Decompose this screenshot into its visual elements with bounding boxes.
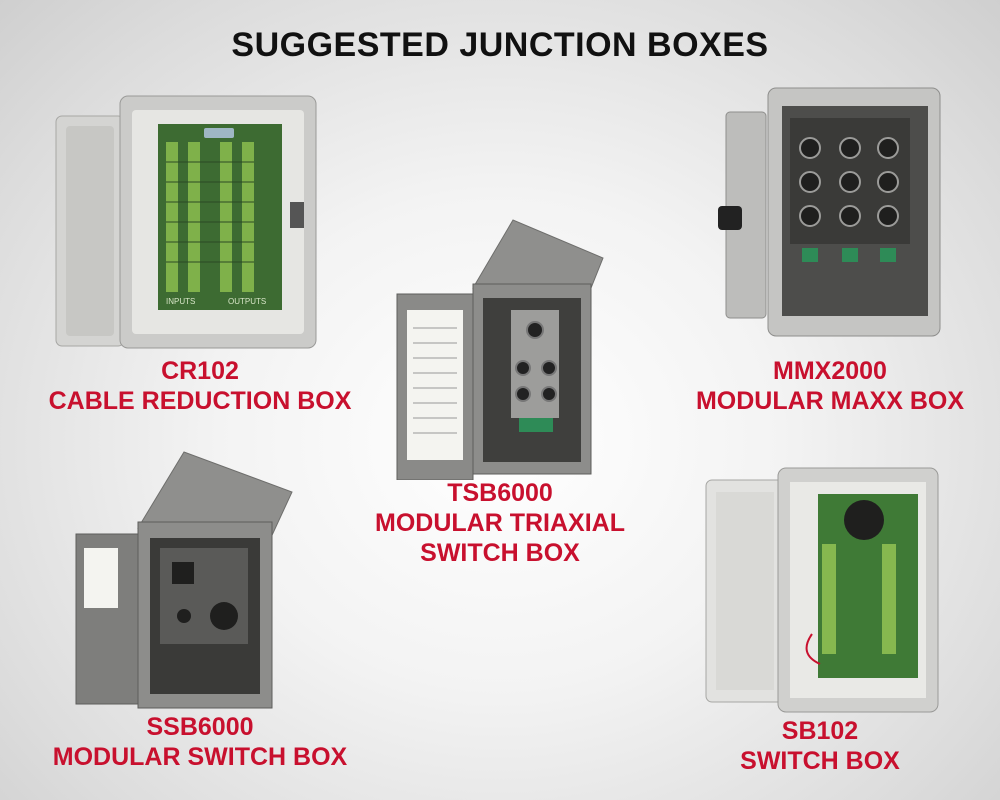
tsb6000-name-line2: SWITCH BOX [420,539,580,567]
mmx2000-model: MMX2000 [773,357,887,385]
sb102-model: SB102 [781,717,859,745]
ssb6000-box-photo [75,451,293,709]
svg-text:INPUTS: INPUTS [166,297,195,306]
ssb6000-model: SSB6000 [146,713,254,741]
cr102-label: CR102 CABLE REDUCTION BOX [30,356,370,416]
sb102-label: SB102 SWITCH BOX [700,716,940,776]
mmx2000-box-photo [718,87,941,337]
tsb6000-name: MODULAR TRIAXIAL [375,509,625,537]
mmx2000-name: MODULAR MAXX BOX [695,387,965,415]
cr102-box-photo: INPUTS OUTPUTS [55,95,317,349]
svg-text:OUTPUTS: OUTPUTS [228,297,266,306]
ssb6000-label: SSB6000 MODULAR SWITCH BOX [40,712,360,772]
cr102-name: CABLE REDUCTION BOX [48,387,352,415]
mmx2000-label: MMX2000 MODULAR MAXX BOX [680,356,980,416]
page-title: SUGGESTED JUNCTION BOXES [231,26,769,64]
tsb6000-box-photo [396,219,604,480]
tsb6000-model: TSB6000 [447,479,553,507]
tsb6000-label: TSB6000 MODULAR TRIAXIAL SWITCH BOX [340,478,660,568]
ssb6000-name: MODULAR SWITCH BOX [52,743,348,771]
sb102-name: SWITCH BOX [740,747,900,775]
sb102-box-photo [705,467,939,713]
cr102-model: CR102 [161,357,239,385]
